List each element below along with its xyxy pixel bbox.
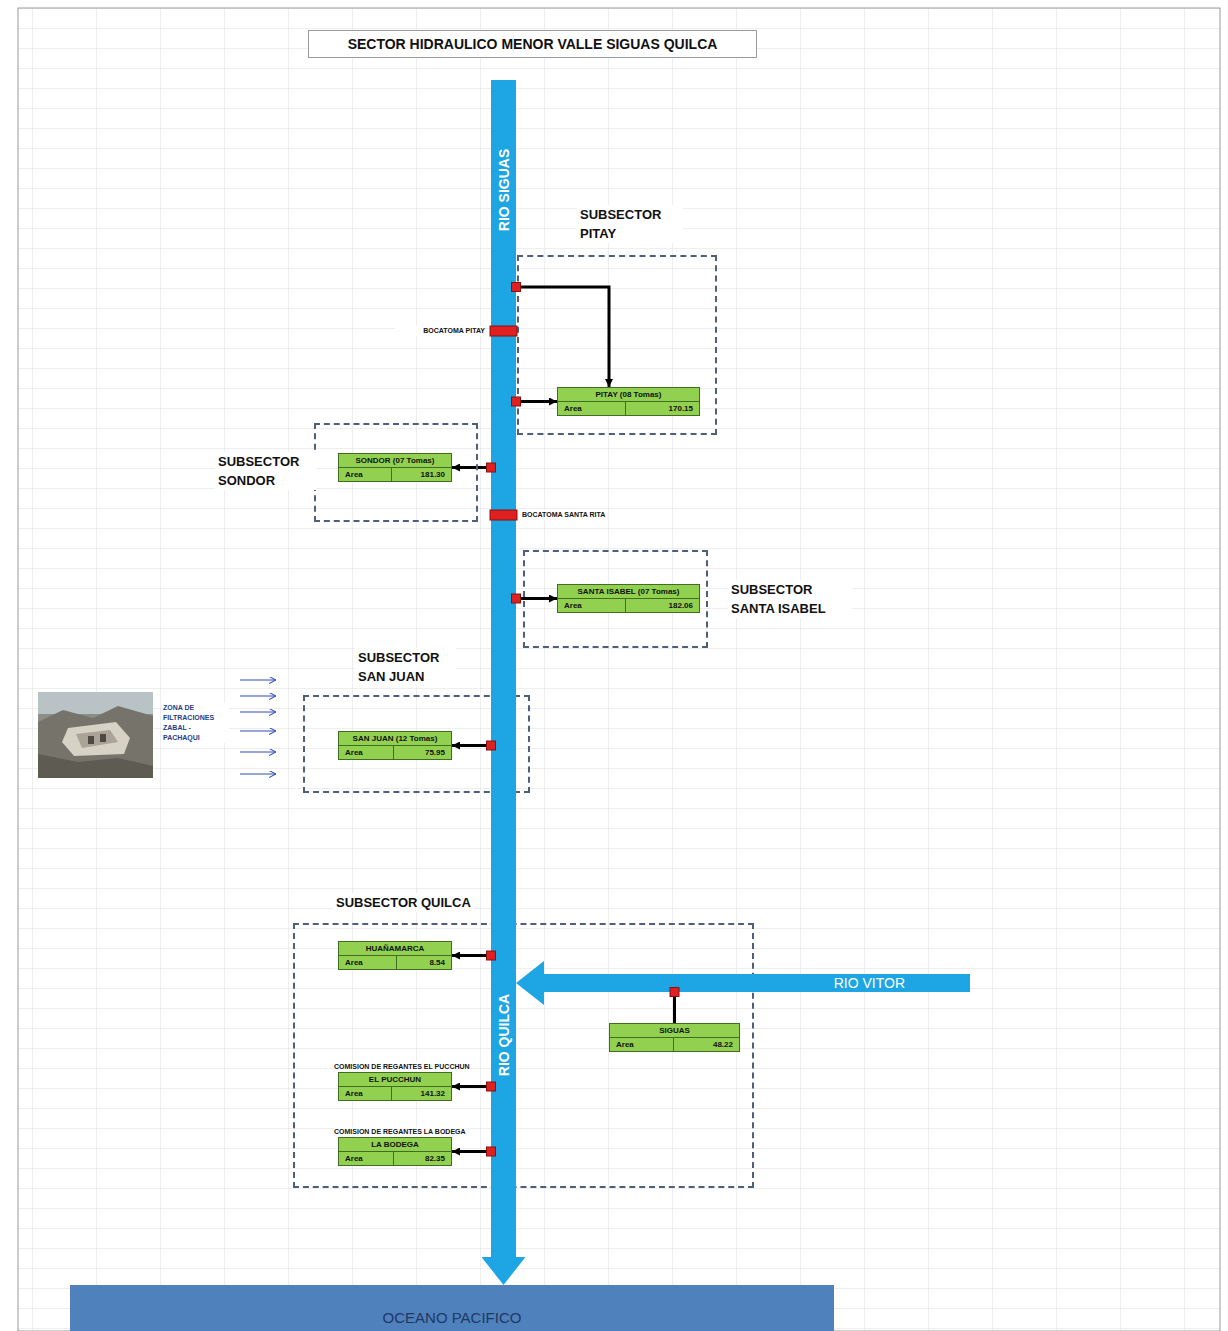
- canal-line: [452, 744, 491, 747]
- river-name: RIO VITOR: [834, 974, 905, 992]
- area-label: Area: [558, 402, 626, 415]
- canal-line: [516, 400, 557, 403]
- irrigation-block: COMISION DE REGANTES LA BODEGALA BODEGAA…: [338, 1137, 452, 1166]
- area-label: Area: [339, 1087, 392, 1100]
- river-name: RIO QUILCA: [496, 994, 512, 1076]
- area-value: 75.95: [394, 746, 451, 759]
- area-value: 181.30: [392, 468, 451, 481]
- area-value: 182.06: [626, 599, 699, 612]
- subsector-heading: SUBSECTOR SANTA ISABEL: [728, 580, 852, 618]
- irrigation-block: COMISION DE REGANTES EL PUCCHUNEL PUCCHU…: [338, 1072, 452, 1101]
- intake-weir: [490, 510, 517, 520]
- area-label: Area: [339, 746, 394, 759]
- subsector-box: SUBSECTOR SONDORSONDOR (07 Tomas)Area181…: [314, 423, 478, 522]
- intake-marker: [487, 1147, 496, 1156]
- river-flow: [544, 974, 560, 992]
- intake-marker: [487, 463, 496, 472]
- irrigation-block: PITAY (08 Tomas)Area170.15: [557, 387, 700, 416]
- intake-weir: [490, 326, 517, 336]
- subsector-heading: SUBSECTOR SONDOR: [215, 452, 316, 490]
- irrigation-block: SANTA ISABEL (07 Tomas)Area182.06: [557, 584, 700, 613]
- irrigation-block: SIGUASArea48.22: [609, 1023, 740, 1052]
- irrigation-block: HUAÑAMARCAArea8.54: [338, 941, 452, 970]
- canal-line: [452, 954, 491, 957]
- filtration-photo: [38, 692, 153, 778]
- subsector-heading: SUBSECTOR QUILCA: [333, 893, 474, 912]
- area-value: 48.22: [674, 1038, 739, 1051]
- area-label: Area: [339, 468, 392, 481]
- seepage-arrows: [240, 680, 276, 774]
- canal-line: [452, 1150, 491, 1153]
- canal-line: [673, 992, 676, 1023]
- irrigation-block: SAN JUAN (12 Tomas)Area75.95: [338, 731, 452, 760]
- intake-marker: [487, 1082, 496, 1091]
- intake-marker: [512, 283, 521, 292]
- ocean-name: OCEANO PACIFICO: [70, 1309, 834, 1327]
- canal-line: [452, 1085, 491, 1088]
- seepage-zone-label: ZONA DE FILTRACIONES ZABAL - PACHAQUI: [163, 703, 229, 743]
- river-flow: [491, 1245, 516, 1257]
- subsector-heading: SUBSECTOR SAN JUAN: [355, 648, 456, 686]
- subsector-heading: SUBSECTOR PITAY: [577, 205, 683, 243]
- block-name: EL PUCCHUN: [339, 1073, 451, 1087]
- grid-frame: [18, 8, 1220, 1331]
- ocean-band: OCEANO PACIFICO: [70, 1285, 834, 1331]
- block-name: PITAY (08 Tomas): [558, 388, 699, 402]
- block-name: SANTA ISABEL (07 Tomas): [558, 585, 699, 599]
- river-name: RIO SIGUAS: [496, 149, 512, 231]
- diagram-title: SECTOR HIDRAULICO MENOR VALLE SIGUAS QUI…: [308, 30, 757, 58]
- area-label: Area: [558, 599, 626, 612]
- area-label: Area: [339, 956, 397, 969]
- intake-marker: [487, 741, 496, 750]
- commission-heading: COMISION DE REGANTES EL PUCCHUN: [334, 1062, 470, 1071]
- block-name: SAN JUAN (12 Tomas): [339, 732, 451, 746]
- intake-marker: [670, 988, 679, 997]
- subsector-box: SUBSECTOR QUILCAHUAÑAMARCAArea8.54SIGUAS…: [293, 923, 754, 1188]
- canal-line: [516, 287, 609, 387]
- subsector-box: SUBSECTOR SANTA ISABELSANTA ISABEL (07 T…: [523, 550, 708, 648]
- block-name: SIGUAS: [610, 1024, 739, 1038]
- block-name: SONDOR (07 Tomas): [339, 454, 451, 468]
- area-label: Area: [610, 1038, 674, 1051]
- area-value: 82.35: [394, 1152, 451, 1165]
- block-name: HUAÑAMARCA: [339, 942, 451, 956]
- subsector-box: SUBSECTOR PITAYPITAY (08 Tomas)Area170.1…: [517, 255, 717, 435]
- intake-marker: [512, 594, 521, 603]
- block-name: LA BODEGA: [339, 1138, 451, 1152]
- intake-marker: [487, 951, 496, 960]
- irrigation-block: SONDOR (07 Tomas)Area181.30: [338, 453, 452, 482]
- river-band: RIO SIGUAS RIO QUILCA: [491, 80, 516, 1245]
- area-value: 170.15: [626, 402, 699, 415]
- commission-heading: COMISION DE REGANTES LA BODEGA: [334, 1127, 466, 1136]
- intake-marker: [512, 397, 521, 406]
- area-value: 141.32: [392, 1087, 451, 1100]
- intake-label: BOCATOMA SANTA RITA: [522, 510, 605, 520]
- area-value: 8.54: [397, 956, 451, 969]
- intake-label: BOCATOMA PITAY: [395, 326, 485, 336]
- area-label: Area: [339, 1152, 394, 1165]
- tributary-band: RIO VITOR: [560, 974, 970, 992]
- canal-line: [452, 466, 491, 469]
